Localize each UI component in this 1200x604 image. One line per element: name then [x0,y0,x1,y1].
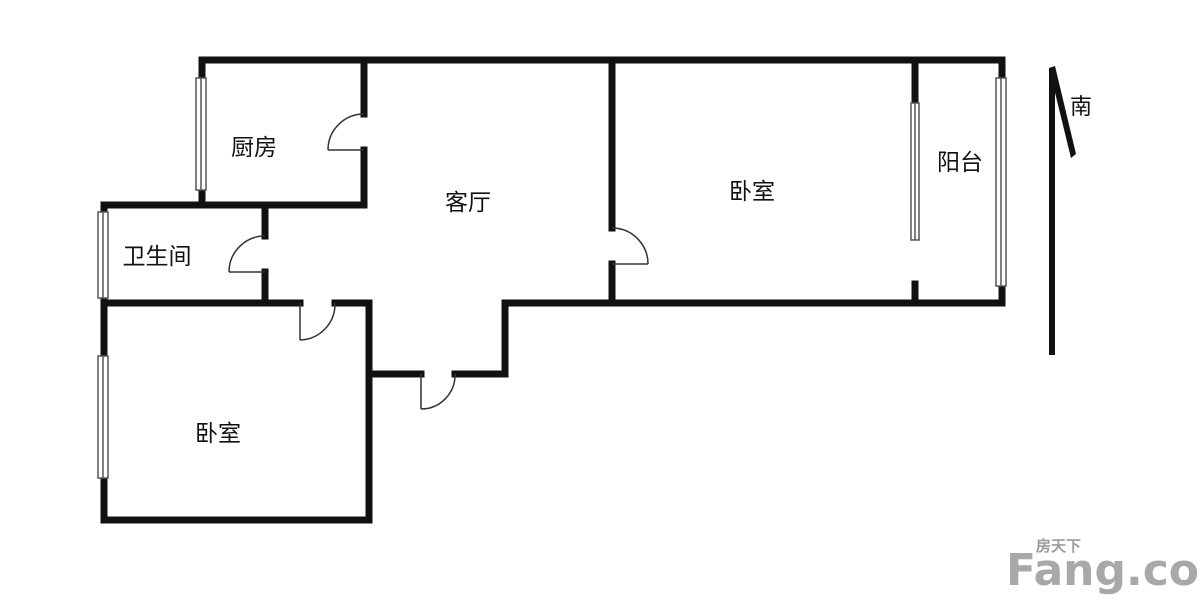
room-label-bedroom-main: 卧室 [729,179,775,205]
room-label-balcony: 阳台 [937,150,983,176]
kitchen-door [327,113,365,151]
watermark-logo: 房天下 Fang.com [1006,537,1200,596]
compass: 南 [1049,66,1092,355]
bedroom-main-door [611,227,649,265]
bedroom-second-door [299,302,336,341]
watermark-en: Fang.com [1006,545,1200,596]
bathroom-door [228,235,266,273]
room-label-bedroom-second: 卧室 [195,421,241,447]
compass-arrow-head-icon [1049,66,1076,158]
room-label-kitchen: 厨房 [231,135,277,161]
doors [228,113,649,410]
walls [100,56,1006,524]
room-label-bathroom: 卫生间 [123,244,192,270]
entrance-door [420,373,456,410]
watermark-cn: 房天下 [1036,537,1081,555]
windows [97,77,1007,479]
room-label-living-room: 客厅 [445,190,491,216]
compass-label: 南 [1070,95,1092,120]
